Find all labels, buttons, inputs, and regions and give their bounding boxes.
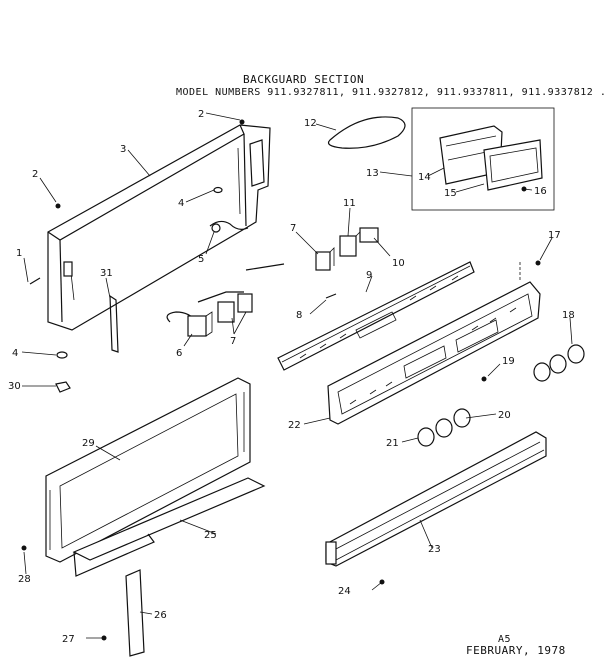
leader-lines [21, 112, 573, 639]
callout-4-upper: 4 [178, 198, 184, 209]
part-30-bracket [55, 381, 71, 393]
callout-3: 3 [120, 144, 126, 155]
callout-9: 9 [366, 270, 372, 281]
callout-26: 26 [154, 610, 167, 621]
callout-10: 10 [392, 258, 405, 269]
callout-4-lower: 4 [12, 348, 18, 359]
callout-21: 21 [386, 438, 399, 449]
callout-labels: 2 2 3 4 5 1 4 30 31 6 7 7 11 10 12 13 14… [8, 109, 575, 645]
part-9-control-panel [277, 261, 475, 371]
control-knobs [417, 344, 585, 447]
callout-23: 23 [428, 544, 441, 555]
part-21-knob-1 [417, 427, 435, 447]
revision-date: FEBRUARY, 1978 [466, 644, 566, 657]
callout-7-upper: 7 [290, 223, 296, 234]
callout-25: 25 [204, 530, 217, 541]
part-21-knob-2 [435, 418, 453, 438]
part-1-screw [29, 277, 41, 285]
callout-6: 6 [176, 348, 182, 359]
callout-12: 12 [304, 118, 317, 129]
callout-7-lower: 7 [230, 336, 236, 347]
callout-24: 24 [338, 586, 351, 597]
hardware-parts [21, 119, 541, 641]
callout-18: 18 [562, 310, 575, 321]
callout-31: 31 [100, 268, 113, 279]
callout-11: 11 [343, 198, 356, 209]
callout-28: 28 [18, 574, 31, 585]
part-6-7-switches [166, 263, 285, 337]
callout-2-top: 2 [198, 109, 204, 120]
part-5-lamp-socket [211, 223, 221, 233]
part-20-knob [453, 408, 471, 428]
callout-17: 17 [548, 230, 561, 241]
model-numbers: MODEL NUMBERS 911.9327811, 911.9327812, … [176, 87, 607, 98]
callout-1: 1 [16, 248, 22, 259]
part-13-clock-assembly [411, 107, 555, 211]
callout-20: 20 [498, 410, 511, 421]
part-18-knob-1 [533, 362, 551, 382]
callout-13: 13 [366, 168, 379, 179]
part-19-screw [481, 376, 487, 382]
part-4-washer-upper [213, 186, 223, 194]
part-17-screw [535, 260, 541, 266]
callout-8: 8 [296, 310, 302, 321]
callout-30: 30 [8, 381, 21, 392]
part-2-clip-left [55, 203, 61, 209]
page-number: A5 [498, 634, 512, 645]
part-27-screw [101, 635, 107, 641]
callout-5: 5 [198, 254, 204, 265]
part-18-knob-3 [567, 344, 585, 364]
callout-14: 14 [418, 172, 431, 183]
callout-15: 15 [444, 188, 457, 199]
part-5-wire [209, 220, 249, 230]
part-4-washer-lower [56, 351, 68, 359]
part-28-screw [21, 545, 27, 551]
part-7-10-11-switches [315, 227, 379, 271]
callout-27: 27 [62, 634, 75, 645]
part-3-rear-panel [47, 124, 271, 331]
part-26-trim-strip [125, 569, 145, 657]
callout-2-left: 2 [32, 169, 38, 180]
callout-19: 19 [502, 356, 515, 367]
part-23-trim-rail [325, 431, 547, 567]
part-18-knob-2 [549, 354, 567, 374]
part-22-bezel [327, 262, 541, 425]
part-25-shelf [72, 477, 266, 577]
part-2-clip-top [239, 119, 245, 125]
callout-16: 16 [534, 186, 547, 197]
part-8-screw [325, 293, 337, 299]
part-29-lower-panel [45, 377, 251, 563]
callout-29: 29 [82, 438, 95, 449]
part-31-strip [109, 294, 119, 353]
part-12-wire-harness [327, 116, 406, 149]
callout-22: 22 [288, 420, 301, 431]
diagram-title: BACKGUARD SECTION [243, 73, 365, 86]
